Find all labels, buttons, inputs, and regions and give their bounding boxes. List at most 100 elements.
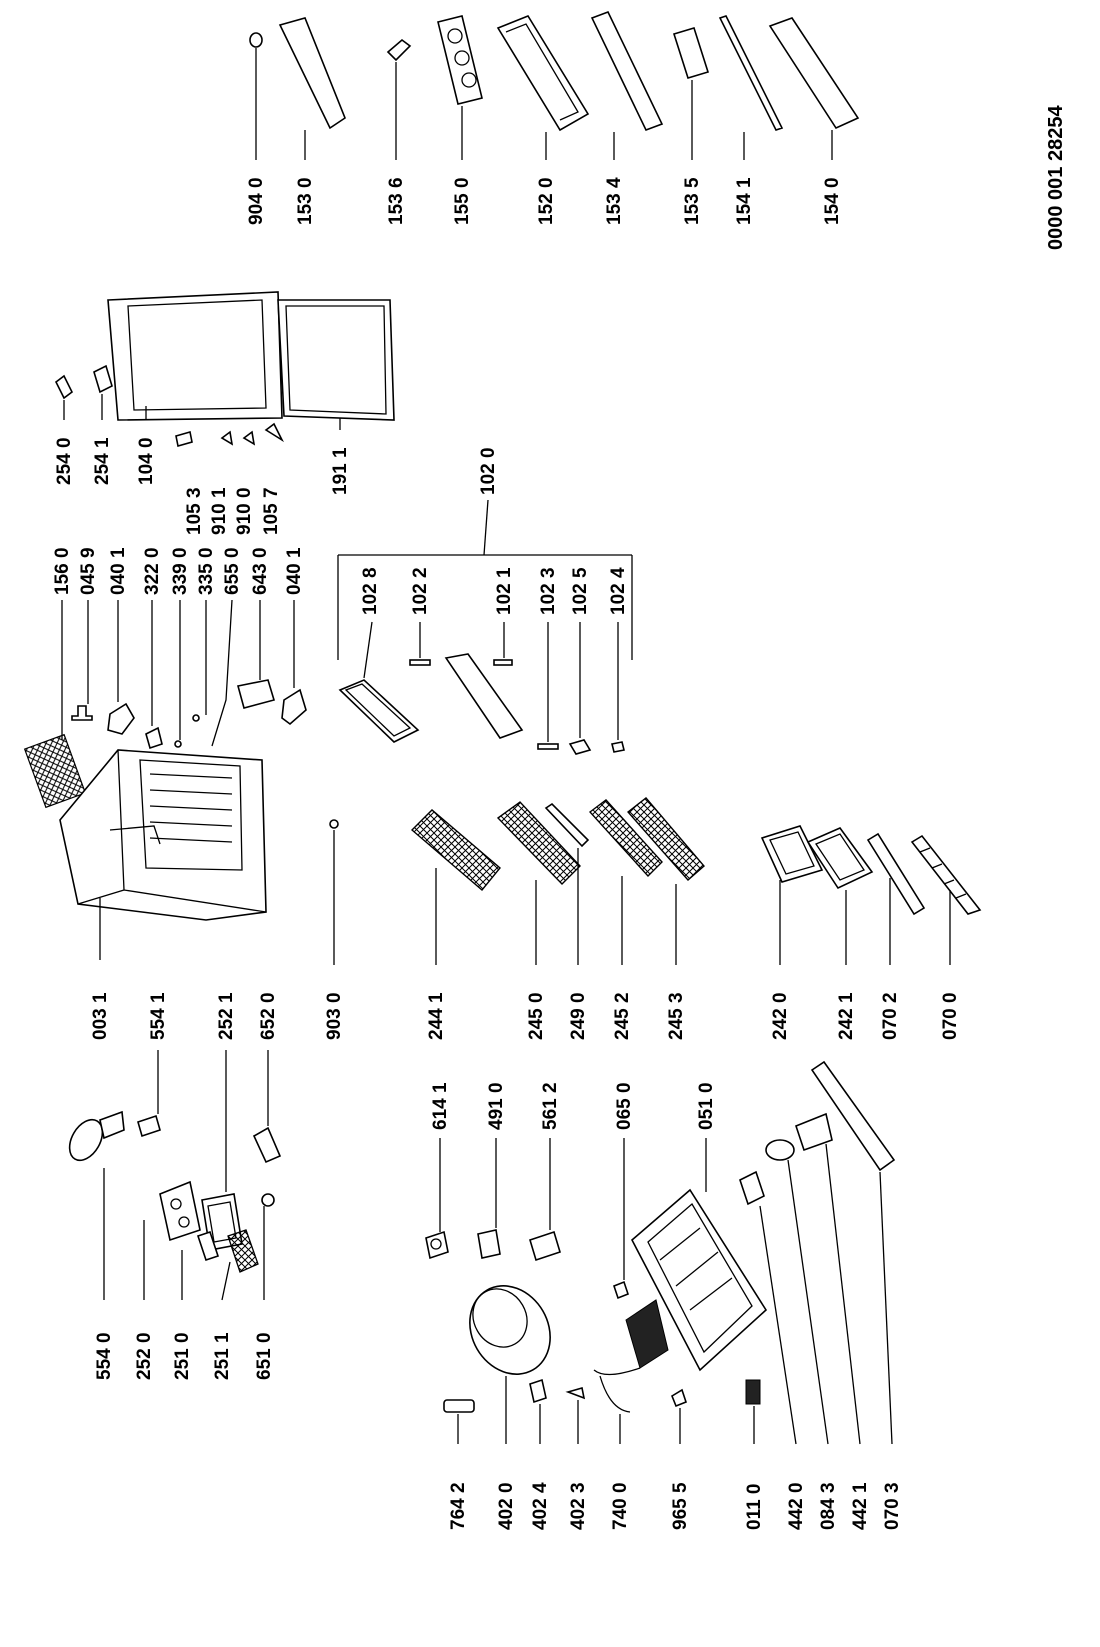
- part-040-1-hinge-lower: [281, 688, 307, 726]
- label-242-0: 242 0: [770, 992, 791, 1040]
- label-084-3: 084 3: [818, 1482, 839, 1530]
- part-105-3-bracket: [175, 430, 193, 448]
- part-244-1-glass-shelf: [410, 809, 501, 891]
- label-251-0: 251 0: [172, 1332, 193, 1380]
- part-251-0-bulb-holder: [196, 1230, 220, 1262]
- cabinet-group: 003 1 554 1 252 1 652 0 903 0: [59, 749, 345, 1251]
- label-102-0: 102 0: [478, 447, 499, 495]
- label-491-0: 491 0: [486, 1082, 507, 1130]
- part-102-3-strip: [537, 743, 559, 750]
- label-561-2: 561 2: [540, 1082, 561, 1130]
- label-322-0: 322 0: [142, 547, 163, 595]
- label-402-3: 402 3: [568, 1482, 589, 1530]
- part-554-1-clip: [137, 1114, 161, 1138]
- label-191-1: 191 1: [330, 447, 351, 495]
- label-402-4: 402 4: [530, 1482, 551, 1530]
- label-102-3: 102 3: [538, 567, 559, 615]
- label-740-0: 740 0: [610, 1482, 631, 1530]
- label-904-0: 904 0: [246, 177, 267, 225]
- crisper-group: 242 0 242 1 070 2 070 0: [760, 825, 982, 1040]
- part-965-5-drain: [671, 1388, 687, 1408]
- label-102-4: 102 4: [608, 567, 629, 615]
- label-245-2: 245 2: [612, 992, 633, 1040]
- label-245-3: 245 3: [666, 992, 687, 1040]
- part-102-1-evaporator-door: [444, 653, 524, 739]
- part-003-1-cabinet: [59, 749, 267, 921]
- part-335-0-screw: [192, 714, 200, 722]
- door-assembly-group: 254 0 254 1 104 0 105 3 910 1 910 0 105 …: [54, 291, 395, 535]
- label-402-0: 402 0: [496, 1482, 517, 1530]
- part-651-0-bulb: [261, 1193, 275, 1207]
- lamp-group: 554 0 252 0 251 0 251 1 651 0: [68, 1110, 275, 1380]
- electrical-group: 614 1 491 0 561 2 065 0 051 0: [425, 1082, 768, 1372]
- part-191-1-gasket: [277, 299, 395, 421]
- label-254-0: 254 0: [54, 437, 75, 485]
- part-045-9-pin: [71, 705, 93, 721]
- part-561-2-connector: [529, 1230, 561, 1262]
- document-number: 0000 001 28254: [1045, 105, 1067, 250]
- label-910-0: 910 0: [234, 487, 255, 535]
- part-251-1-grille: [227, 1229, 259, 1273]
- part-614-1-relay: [425, 1230, 449, 1260]
- hinge-parts-group: 156 0 045 9 040 1 322 0 339 0 335 0 655 …: [23, 547, 307, 809]
- part-084-3-motor: [765, 1139, 795, 1161]
- part-154-0-bottle-shelf: [768, 17, 860, 130]
- part-402-3-washer: [565, 1386, 586, 1400]
- label-245-0: 245 0: [526, 992, 547, 1040]
- part-153-0-cover: [278, 17, 346, 130]
- part-740-0-condenser: [625, 1299, 669, 1369]
- label-251-1: 251 1: [212, 1332, 233, 1380]
- label-045-9: 045 9: [78, 547, 99, 595]
- label-105-7: 105 7: [261, 487, 282, 535]
- part-254-0-handle-cap: [54, 374, 74, 400]
- part-764-2-capacitor: [443, 1399, 475, 1413]
- label-153-4: 153 4: [604, 177, 625, 225]
- part-903-0-bung: [329, 819, 339, 829]
- part-652-0-thermostat: [252, 1126, 282, 1164]
- part-655-0-cable: [211, 599, 233, 747]
- part-491-0-block: [477, 1229, 501, 1259]
- label-252-1: 252 1: [216, 992, 237, 1040]
- label-153-6: 153 6: [386, 177, 407, 225]
- label-442-0: 442 0: [786, 1482, 807, 1530]
- compressor-group: 764 2 402 0 402 4 402 3 740 0 965 5 011 …: [443, 1060, 903, 1530]
- part-011-0-spring: [745, 1379, 761, 1405]
- label-102-5: 102 5: [570, 567, 591, 615]
- label-104-0: 104 0: [136, 437, 157, 485]
- label-910-1: 910 1: [209, 487, 230, 535]
- part-102-2-strip: [409, 659, 431, 666]
- label-065-0: 065 0: [614, 1082, 635, 1130]
- part-102-8-frame: [338, 679, 420, 743]
- part-904-0-cap: [249, 32, 263, 48]
- freezer-compartment-group: 102 0 102 8 102 2 102 1 102 3 102 5 102 …: [337, 447, 633, 755]
- part-070-0-rail: [910, 834, 982, 915]
- label-643-0: 643 0: [250, 547, 271, 595]
- label-102-1: 102 1: [494, 567, 515, 615]
- label-155-0: 155 0: [452, 177, 473, 225]
- part-402-0-compressor: [469, 1285, 551, 1375]
- part-070-3-rail: [810, 1060, 896, 1172]
- part-245-0-wire-shelf: [496, 801, 581, 885]
- part-070-2-rail: [866, 832, 926, 916]
- label-335-0: 335 0: [196, 547, 217, 595]
- part-643-0-plate: [237, 679, 276, 709]
- label-154-0: 154 0: [822, 177, 843, 225]
- part-154-1-rail: [718, 15, 784, 131]
- part-102-4-tab: [611, 741, 625, 753]
- label-554-1: 554 1: [148, 992, 169, 1040]
- part-104-0-door: [107, 291, 283, 421]
- label-051-0: 051 0: [696, 1082, 717, 1130]
- part-102-5-block: [568, 739, 592, 755]
- label-249-0: 249 0: [568, 992, 589, 1040]
- label-156-0: 156 0: [52, 547, 73, 595]
- part-065-0-clip: [613, 1280, 629, 1300]
- part-245-2-wire-shelf: [588, 799, 663, 878]
- label-003-1: 003 1: [90, 992, 111, 1040]
- part-152-0-door-bin: [496, 15, 590, 132]
- part-442-0-fan: [739, 1170, 765, 1206]
- part-156-0-grille: [23, 733, 87, 809]
- label-764-2: 764 2: [448, 1482, 469, 1530]
- label-651-0: 651 0: [254, 1332, 275, 1380]
- label-105-3: 105 3: [184, 487, 205, 535]
